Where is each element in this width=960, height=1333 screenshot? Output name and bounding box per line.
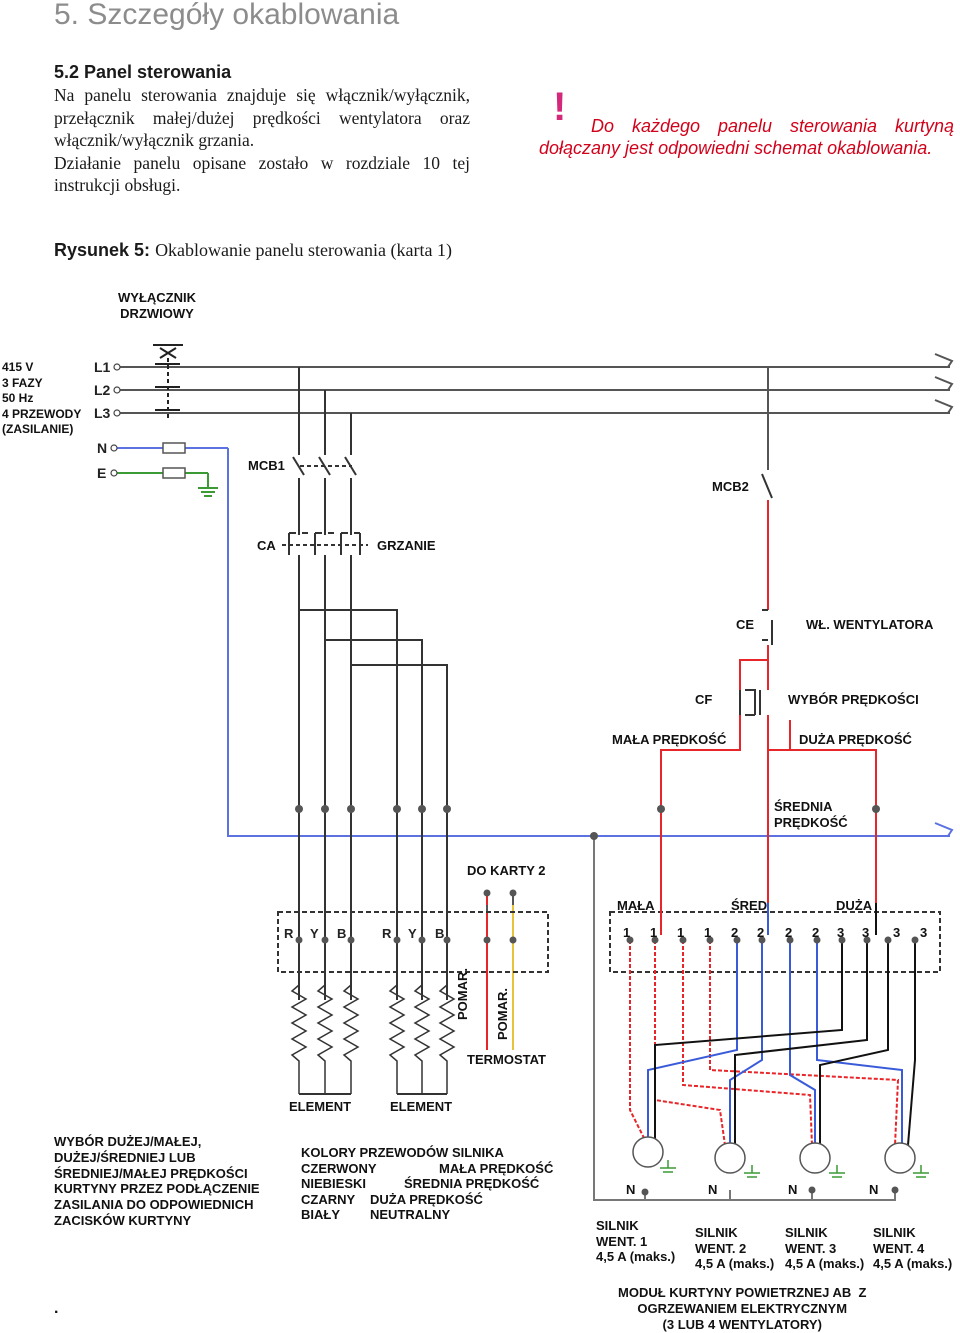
medium-speed-label: ŚREDNIA PRĘDKOŚĆ	[774, 799, 848, 830]
heating-label: GRZANIE	[377, 538, 436, 553]
wire-color-name: CZARNY	[301, 1191, 356, 1207]
terminal-label: 1	[623, 925, 631, 940]
warning-note: Do każdego panelu sterowania kurtyną doł…	[539, 116, 954, 158]
terminal-label: R	[284, 926, 294, 941]
motor-label-2: SILNIK WENT. 2 4,5 A (maks.)	[695, 1225, 775, 1271]
l1-label: L1	[94, 359, 111, 375]
wire-color-name: BIAŁY	[301, 1207, 340, 1222]
motor-label-1: SILNIK WENT. 1 4,5 A (maks.)	[596, 1218, 676, 1264]
terminal-mala-label: MAŁA	[617, 898, 655, 913]
low-speed-label: MAŁA PRĘDKOŚĆ	[612, 732, 727, 747]
motor-n-label: N	[708, 1182, 718, 1197]
mcb2-label: MCB2	[712, 479, 749, 494]
terminal-label: 2	[731, 925, 739, 940]
motor-label-3: SILNIK WENT. 3 4,5 A (maks.)	[785, 1225, 865, 1271]
terminal-label: Y	[408, 926, 417, 941]
intro-text: Na panelu sterowania znajduje się włączn…	[54, 84, 470, 197]
l2-label: L2	[94, 382, 111, 398]
speed-select-label: WYBÓR PRĘDKOŚCI	[788, 692, 919, 707]
wire-color-row: BIAŁY NEUTRALNY	[301, 1207, 581, 1223]
fan-switch-label: WŁ. WENTYLATORA	[806, 617, 934, 632]
cf-label: CF	[695, 692, 713, 707]
terminal-label: 3	[862, 925, 870, 940]
dot-mark: .	[54, 1300, 59, 1317]
terminal-label: B	[435, 926, 445, 941]
fan-motors	[632, 1136, 916, 1174]
terminal-label: 1	[650, 925, 658, 940]
terminal-label: R	[382, 926, 392, 941]
terminal-label: 1	[704, 925, 712, 940]
figure-label: Rysunek 5:	[54, 240, 151, 260]
terminal-label: 2	[785, 925, 793, 940]
to-card2-label: DO KARTY 2	[467, 863, 546, 878]
terminal-duza-label: DUŻA	[836, 898, 873, 913]
terminal-label: 3	[837, 925, 845, 940]
figure-caption: Rysunek 5: Okablowanie panelu sterowania…	[54, 240, 452, 261]
element-label-2: ELEMENT	[390, 1099, 453, 1114]
intro-paragraph-1: Na panelu sterowania znajduje się włączn…	[54, 85, 470, 150]
mcb1-switch	[282, 367, 368, 555]
ce-label: CE	[736, 617, 755, 632]
section-title: 5.2 Panel sterowania	[54, 62, 232, 82]
terminal-label: Y	[310, 926, 319, 941]
wire-color-row: CZARNY DUŻA PRĘDKOŚĆ	[301, 1192, 581, 1208]
pomar-label-1: POMAR.	[455, 968, 470, 1020]
ca-label: CA	[257, 538, 276, 553]
motor-label-4: SILNIK WENT. 4 4,5 A (maks.)	[873, 1225, 953, 1271]
high-speed-label: DUŻA PRĘDKOŚĆ	[799, 732, 912, 747]
heater-feeders	[298, 555, 448, 1000]
motor-n-label: N	[626, 1182, 636, 1197]
wire-color-meaning: MAŁA PRĘDKOŚĆ	[439, 1160, 554, 1176]
heating-elements	[290, 984, 456, 1095]
wire-color-row: CZERWONY MAŁA PRĘDKOŚĆ	[301, 1161, 581, 1177]
terminal-sred-label: ŚRED	[731, 898, 768, 913]
wire-color-name: CZERWONY	[301, 1160, 377, 1176]
motor-n-label: N	[788, 1182, 798, 1197]
wire-color-meaning: ŚREDNIA PRĘDKOŚĆ	[404, 1176, 540, 1191]
page-title: 5. Szczegóły okablowania	[54, 0, 400, 31]
wire-color-name: NIEBIESKI	[301, 1176, 367, 1191]
terminal-label: 2	[812, 925, 820, 940]
e-label: E	[97, 465, 106, 481]
supply-lines	[118, 353, 954, 414]
terminal-strip-heating	[277, 911, 549, 973]
exclamation-icon: !	[553, 85, 567, 129]
junction-dots	[295, 805, 919, 1196]
l3-label: L3	[94, 405, 111, 421]
wire-color-meaning: NEUTRALNY	[370, 1207, 451, 1222]
n-label: N	[97, 440, 107, 456]
terminal-label: B	[337, 926, 347, 941]
thermostat-label: TERMOSTAT	[467, 1052, 546, 1067]
neutral-bus	[227, 448, 950, 837]
wire-color-row: NIEBIESKI ŚREDNIA PRĘDKOŚĆ	[301, 1176, 581, 1192]
element-label-1: ELEMENT	[289, 1099, 352, 1114]
wire-colors-legend: KOLORY PRZEWODÓW SILNIKA CZERWONY MAŁA PR…	[301, 1145, 581, 1223]
terminal-label: 3	[893, 925, 901, 940]
terminal-label: 2	[757, 925, 765, 940]
wire-color-meaning: DUŻA PRĘDKOŚĆ	[370, 1191, 483, 1207]
figure-caption-text: Okablowanie panelu sterowania (karta 1)	[155, 240, 452, 260]
wire-colors-title: KOLORY PRZEWODÓW SILNIKA	[301, 1145, 504, 1160]
door-switch	[153, 344, 183, 420]
speed-selection-note: WYBÓR DUŻEJ/MAŁEJ, DUŻEJ/ŚREDNIEJ LUB ŚR…	[54, 1134, 260, 1228]
mcb1-label: MCB1	[248, 458, 285, 473]
module-label: MODUŁ KURTYNY POWIETRZNEJ AB Z OGRZEWANI…	[618, 1285, 867, 1332]
pomar-label-2: POMAR.	[495, 988, 510, 1040]
terminal-label: 3	[920, 925, 928, 940]
terminal-strip-fan	[609, 911, 941, 973]
fan-wiring	[593, 836, 916, 1201]
motor-n-label: N	[869, 1182, 879, 1197]
terminal-label: 1	[677, 925, 685, 940]
supply-label: 415 V 3 FAZY 50 Hz 4 PRZEWODY (ZASILANIE…	[2, 360, 82, 436]
intro-paragraph-2: Działanie panelu opisane zostało w rozdz…	[54, 152, 470, 196]
door-switch-label: WYŁĄCZNIK DRZWIOWY	[118, 290, 196, 321]
